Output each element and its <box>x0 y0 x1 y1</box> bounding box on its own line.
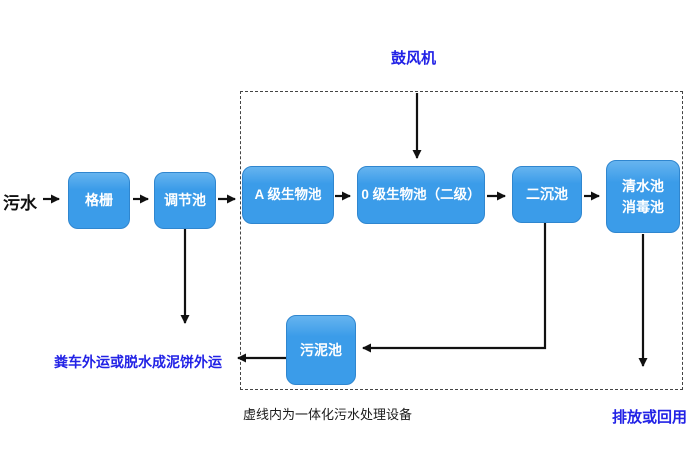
boundary-note-label: 虚线内为一体化污水处理设备 <box>243 407 413 422</box>
node-sludge-tank: 污泥池 <box>286 315 356 385</box>
sludge-disposal-label: 粪车外运或脱水成泥饼外运 <box>54 354 222 370</box>
node-a-bio-tank: A 级生物池 <box>242 166 334 224</box>
node-grid: 格栅 <box>68 172 130 229</box>
node-o-bio-tank: 0 级生物池（二级） <box>357 166 485 224</box>
node-regulating-tank: 调节池 <box>154 172 216 229</box>
discharge-reuse-label: 排放或回用 <box>612 409 688 426</box>
node-clear-water-tank: 清水池 消毒池 <box>606 160 680 233</box>
input-label: 污水 <box>3 194 37 213</box>
node-secondary-sedimentation-tank: 二沉池 <box>512 166 582 223</box>
blower-label: 鼓风机 <box>391 50 437 67</box>
